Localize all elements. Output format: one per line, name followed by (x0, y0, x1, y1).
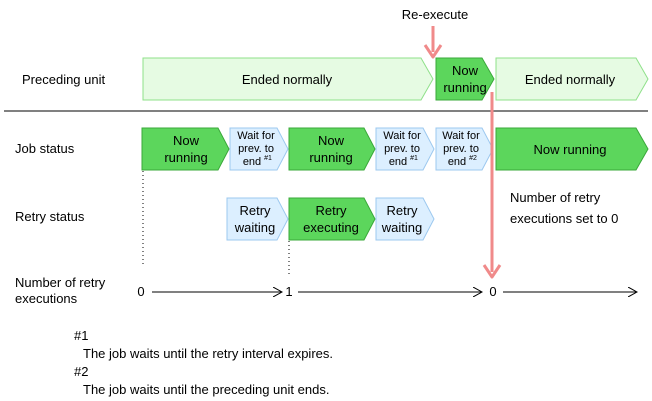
job-wait-prev-1-note: #1 (264, 155, 272, 162)
job-wait-prev-1-l3: end (243, 156, 261, 168)
retry-count-value-0: 0 (137, 284, 144, 299)
retry-waiting-2 (375, 197, 435, 241)
retry-reset-note-l2: executions set to 0 (510, 211, 618, 226)
job-wait-prev-3-l2: prev. to (443, 143, 479, 155)
footnote-1-label: #1 (74, 328, 88, 343)
preceding-ended-normally-1-label: Ended normally (242, 72, 333, 87)
footnote-2-text: The job waits until the preceding unit e… (83, 382, 329, 397)
retry-waiting-1-l1: Retry (239, 203, 271, 218)
job-wait-prev-3 (435, 127, 494, 171)
re-execute-arrow-head (423, 44, 443, 59)
job-wait-prev-3-note: #2 (469, 155, 477, 162)
retry-count-value-1: 1 (285, 284, 292, 299)
job-wait-prev-3-l1: Wait for (442, 130, 480, 142)
row-label-retry-count-line2: executions (15, 291, 78, 306)
retry-reset-note-l1: Number of retry (510, 190, 601, 205)
job-wait-prev-2-l3: end (389, 156, 407, 168)
row-label-retry-count-line1: Number of retry (15, 275, 106, 290)
re-execute-label: Re-execute (402, 7, 468, 22)
footnote-1-text: The job waits until the retry interval e… (83, 346, 333, 361)
preceding-now-running-l1: Now (452, 63, 479, 78)
retry-waiting-2-l1: Retry (386, 203, 418, 218)
job-now-running-3-label: Now running (534, 142, 607, 157)
job-wait-prev-1 (229, 127, 289, 171)
job-now-running-2-l2: running (309, 150, 352, 165)
row-label-preceding-unit: Preceding unit (22, 72, 105, 87)
preceding-now-running (435, 57, 495, 101)
retry-count-value-2: 0 (489, 284, 496, 299)
job-wait-prev-2-l2: prev. to (384, 143, 420, 155)
job-now-running-2-l1: Now (318, 133, 345, 148)
job-now-running-2 (288, 127, 376, 171)
job-wait-prev-2-l1: Wait for (383, 130, 421, 142)
job-wait-prev-1-l2: prev. to (238, 143, 274, 155)
job-now-running-1 (141, 127, 230, 171)
preceding-now-running-l2: running (443, 80, 486, 95)
retry-waiting-1 (226, 197, 289, 241)
footnote-2-label: #2 (74, 364, 88, 379)
retry-waiting-2-l2: waiting (381, 220, 422, 235)
job-now-running-1-l2: running (164, 150, 207, 165)
job-wait-prev-2-note: #1 (410, 155, 418, 162)
preceding-ended-normally-1 (142, 57, 434, 101)
retry-waiting-1-l2: waiting (234, 220, 275, 235)
job-wait-prev-1-l1: Wait for (237, 130, 275, 142)
row-label-job-status: Job status (15, 141, 75, 156)
job-now-running-1-l1: Now (173, 133, 200, 148)
preceding-ended-normally-2 (495, 57, 649, 101)
reset-arrow-head (482, 264, 502, 279)
retry-executing-l1: Retry (315, 203, 347, 218)
retry-executing (288, 197, 376, 241)
job-wait-prev-3-l3: end (448, 156, 466, 168)
preceding-ended-normally-2-label: Ended normally (525, 72, 616, 87)
job-wait-prev-2 (375, 127, 435, 171)
row-label-retry-status: Retry status (15, 209, 85, 224)
job-now-running-3 (495, 127, 649, 171)
retry-executing-l2: executing (303, 220, 359, 235)
